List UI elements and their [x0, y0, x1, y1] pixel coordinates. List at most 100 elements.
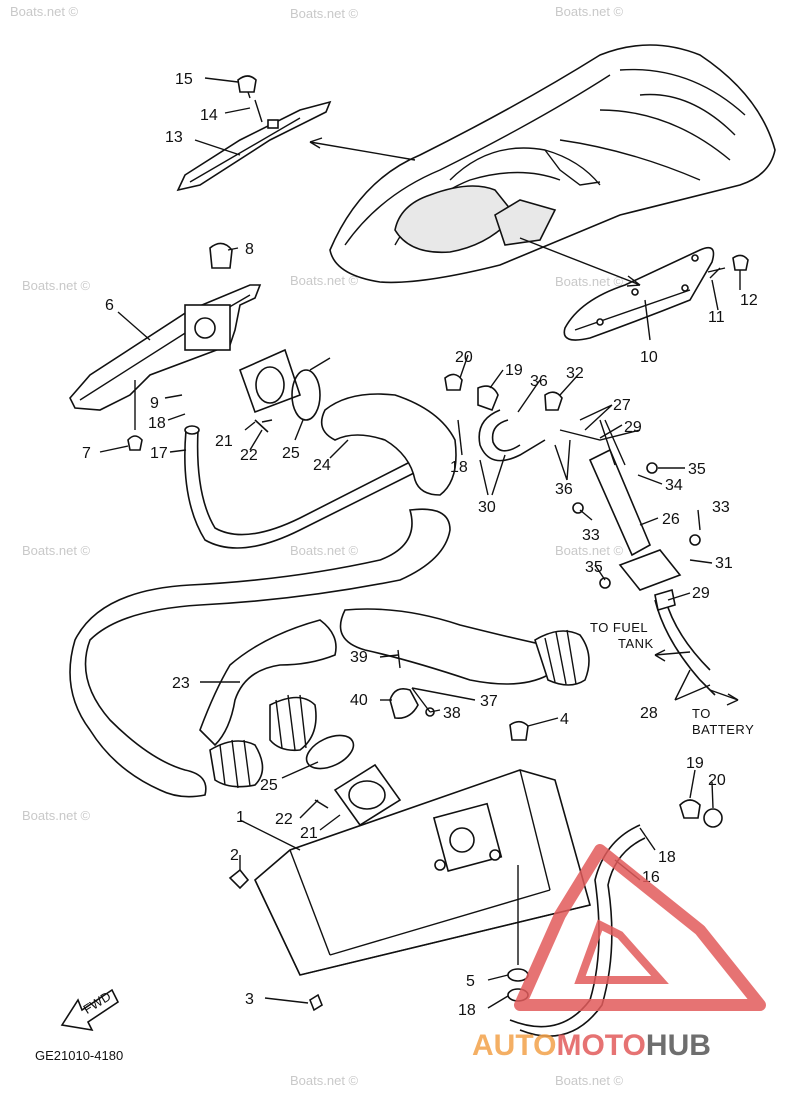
callout-number: 2	[230, 847, 239, 864]
hose-part-24	[320, 393, 457, 496]
callout-number: 6	[105, 297, 114, 314]
callout-number: 5	[466, 973, 475, 990]
callout-number: 22	[275, 811, 293, 828]
watermark: Boats.net ©	[555, 4, 624, 19]
fuel-assembly	[444, 373, 716, 696]
diagram-code: GE21010-4180	[35, 1048, 123, 1063]
bellows-joint	[209, 629, 590, 789]
callout-number: 21	[215, 433, 233, 450]
callout-number: 33	[582, 527, 600, 544]
callout-number: 7	[82, 445, 91, 462]
callout-labels: 15 14 13 8 6 9 18 7 17 21 22 25 24 20 19…	[82, 71, 758, 1019]
callout-number: 14	[200, 107, 218, 124]
callout-number: 13	[165, 129, 183, 146]
cap-part-20-bottom	[703, 808, 723, 828]
flange-part-21-top	[238, 348, 302, 433]
callout-number: 19	[505, 362, 523, 379]
callout-number: 9	[150, 395, 159, 412]
callout-number: 20	[708, 772, 726, 789]
watermark: Boats.net ©	[290, 543, 359, 558]
hose-end	[184, 425, 200, 435]
callout-number: 36	[555, 481, 573, 498]
callout-number: 35	[585, 559, 603, 576]
forward-arrow-icon: FWD	[60, 988, 120, 1032]
hose-part-23-upper	[339, 608, 549, 685]
battery-note: BATTERY	[692, 722, 754, 737]
callout-number: 38	[443, 705, 461, 722]
callout-number: 17	[150, 445, 168, 462]
leader-arrow	[309, 141, 416, 161]
watermark: Boats.net ©	[22, 808, 91, 823]
callout-number: 21	[300, 825, 318, 842]
arrowhead	[626, 275, 641, 287]
callout-number: 4	[560, 711, 569, 728]
callout-number: 11	[708, 309, 725, 326]
logo-text: AUTOMOTOHUB	[472, 1029, 711, 1062]
callout-number: 18	[148, 415, 166, 432]
callout-number: 19	[686, 755, 704, 772]
callout-number: 32	[566, 365, 584, 382]
callout-number: 25	[260, 777, 278, 794]
callout-number: 12	[740, 292, 758, 309]
callout-number: 30	[478, 499, 496, 516]
cover-part-10	[563, 246, 749, 341]
callout-number: 29	[692, 585, 710, 602]
callout-number: 18	[458, 1002, 476, 1019]
callout-number: 3	[245, 991, 254, 1008]
watermark: Boats.net ©	[290, 6, 359, 21]
callout-number: 10	[640, 349, 658, 366]
callout-number: 22	[240, 447, 258, 464]
callout-number: 25	[282, 445, 300, 462]
leader-arrow	[519, 237, 641, 286]
arrowhead	[654, 649, 666, 662]
callout-number: 8	[245, 241, 254, 258]
callout-number: 27	[613, 397, 631, 414]
fuel-arrow	[654, 651, 691, 656]
watermark: Boats.net ©	[10, 4, 79, 19]
callout-number: 31	[715, 555, 733, 572]
callout-number: 20	[455, 349, 473, 366]
callout-number: 24	[313, 457, 331, 474]
cover-part-13	[176, 75, 332, 192]
fuel-tank-note: TANK	[618, 636, 654, 651]
watermark: Boats.net ©	[290, 1073, 359, 1088]
watermark-layer: Boats.net © Boats.net © Boats.net © Boat…	[10, 4, 624, 1088]
arrowhead	[309, 137, 323, 149]
leader-lines	[99, 77, 741, 1009]
watermark: Boats.net ©	[555, 1073, 624, 1088]
callout-number: 23	[172, 675, 190, 692]
callout-number: 39	[350, 649, 368, 666]
callout-number: 40	[350, 692, 368, 709]
battery-note: TO	[692, 706, 711, 721]
clamp-part-25-bottom	[305, 734, 355, 770]
callout-number: 26	[662, 511, 680, 528]
direction-notes: TO FUEL TANK TO BATTERY	[590, 620, 754, 737]
hose-part-23-mid	[199, 619, 337, 747]
hose-part-17-edge	[196, 429, 411, 536]
watercraft-hull	[329, 44, 776, 284]
electrical-box-part-1	[228, 720, 591, 1012]
hose-part-17	[184, 429, 421, 549]
callout-number: 15	[175, 71, 193, 88]
callout-number: 28	[640, 705, 658, 722]
callout-number: 33	[712, 499, 730, 516]
flange-part-21-bottom	[314, 763, 402, 827]
watermark: Boats.net ©	[22, 543, 91, 558]
callout-number: 1	[236, 809, 245, 826]
watermark: Boats.net ©	[555, 274, 624, 289]
bracket-part-6	[69, 242, 262, 451]
callout-number: 18	[450, 459, 468, 476]
callout-number: 35	[688, 461, 706, 478]
callout-number: 36	[530, 373, 548, 390]
callout-number: 29	[624, 419, 642, 436]
hose-part-23	[69, 508, 451, 798]
watermark: Boats.net ©	[290, 273, 359, 288]
watermark: Boats.net ©	[555, 543, 624, 558]
watermark: Boats.net ©	[22, 278, 91, 293]
callout-number: 34	[665, 477, 683, 494]
clamp-tab	[309, 357, 331, 371]
fuel-tank-note: TO FUEL	[590, 620, 648, 635]
clamp-part-25-top	[291, 369, 321, 421]
